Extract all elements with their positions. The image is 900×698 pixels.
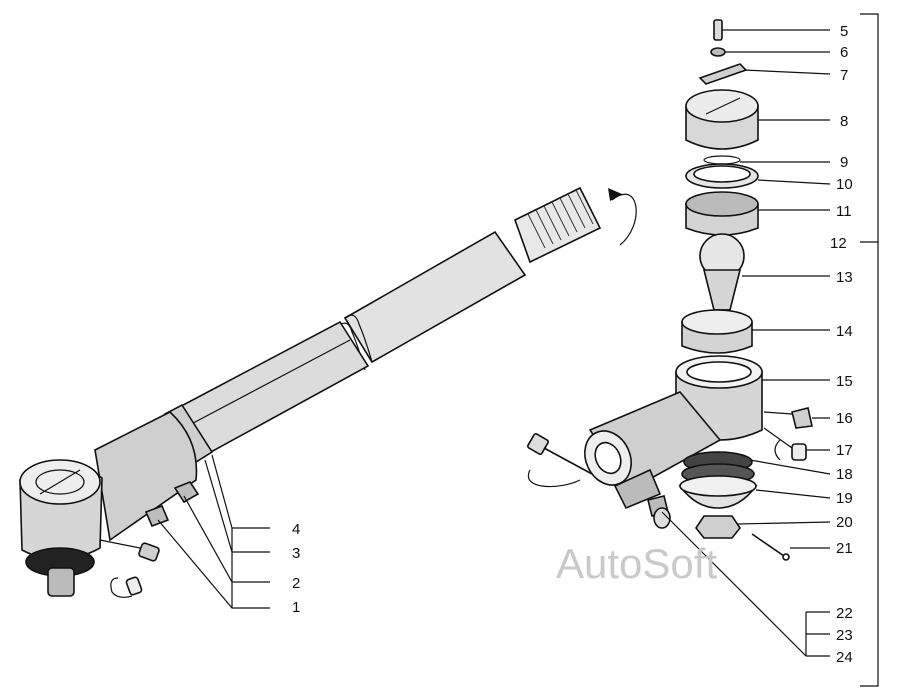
callout-14: 14: [836, 323, 853, 340]
callout-23: 23: [836, 627, 853, 644]
leaders-1-4: [157, 454, 270, 609]
callout-21: 21: [836, 540, 853, 557]
callout-11: 11: [836, 203, 852, 220]
callout-24: 24: [836, 649, 853, 666]
part-19-cover: [678, 475, 758, 509]
part-7-lock-plate: [698, 63, 748, 85]
part-21-cotter-pin: [751, 533, 790, 561]
callout-5: 5: [840, 23, 848, 40]
part-10-ring: [685, 163, 759, 189]
callout-3: 3: [292, 545, 300, 562]
callout-16: 16: [836, 410, 853, 427]
callout-8: 8: [840, 113, 848, 130]
threaded-end: [514, 186, 637, 264]
part-6-washer: [710, 47, 726, 57]
callout-13: 13: [836, 269, 853, 286]
callout-20: 20: [836, 514, 853, 531]
callout-15: 15: [836, 373, 853, 390]
callout-12: 12: [830, 235, 847, 252]
tie-rod-end-exploded: [527, 13, 879, 687]
part-14-lower-liner: [681, 309, 753, 354]
callout-4: 4: [292, 521, 300, 538]
callout-9: 9: [840, 154, 848, 171]
callout-17: 17: [836, 442, 853, 459]
part-8-cap: [685, 89, 759, 150]
callout-1: 1: [292, 599, 300, 616]
tie-rod-assembly: [19, 186, 637, 609]
part-16-17-fittings: [774, 407, 813, 461]
part-5-bolt: [713, 19, 723, 41]
grease-fitting-left: [99, 539, 160, 598]
callout-18: 18: [836, 466, 853, 483]
callout-6: 6: [840, 44, 848, 61]
watermark: AutoSoft: [556, 540, 717, 587]
tie-rod-end-housing: [94, 411, 198, 542]
callout-labels: 1 2 3 4 5 6 7 8 9 10 11 12 13 14 15 16 1…: [292, 23, 853, 666]
callout-7: 7: [840, 67, 848, 84]
callout-19: 19: [836, 490, 853, 507]
clamp-bolt-right: [527, 433, 593, 488]
callout-2: 2: [292, 575, 300, 592]
callout-22: 22: [836, 605, 853, 622]
leaders-5-24: [661, 13, 879, 687]
part-15-housing: [584, 355, 763, 510]
rod-tube-upper: [343, 230, 527, 364]
clamp-bolts: [144, 481, 200, 528]
part-11-upper-liner: [685, 191, 759, 236]
callout-10: 10: [836, 176, 853, 193]
part-20-castle-nut: [695, 515, 741, 539]
parts-22-24-nut-washer: [647, 495, 671, 529]
